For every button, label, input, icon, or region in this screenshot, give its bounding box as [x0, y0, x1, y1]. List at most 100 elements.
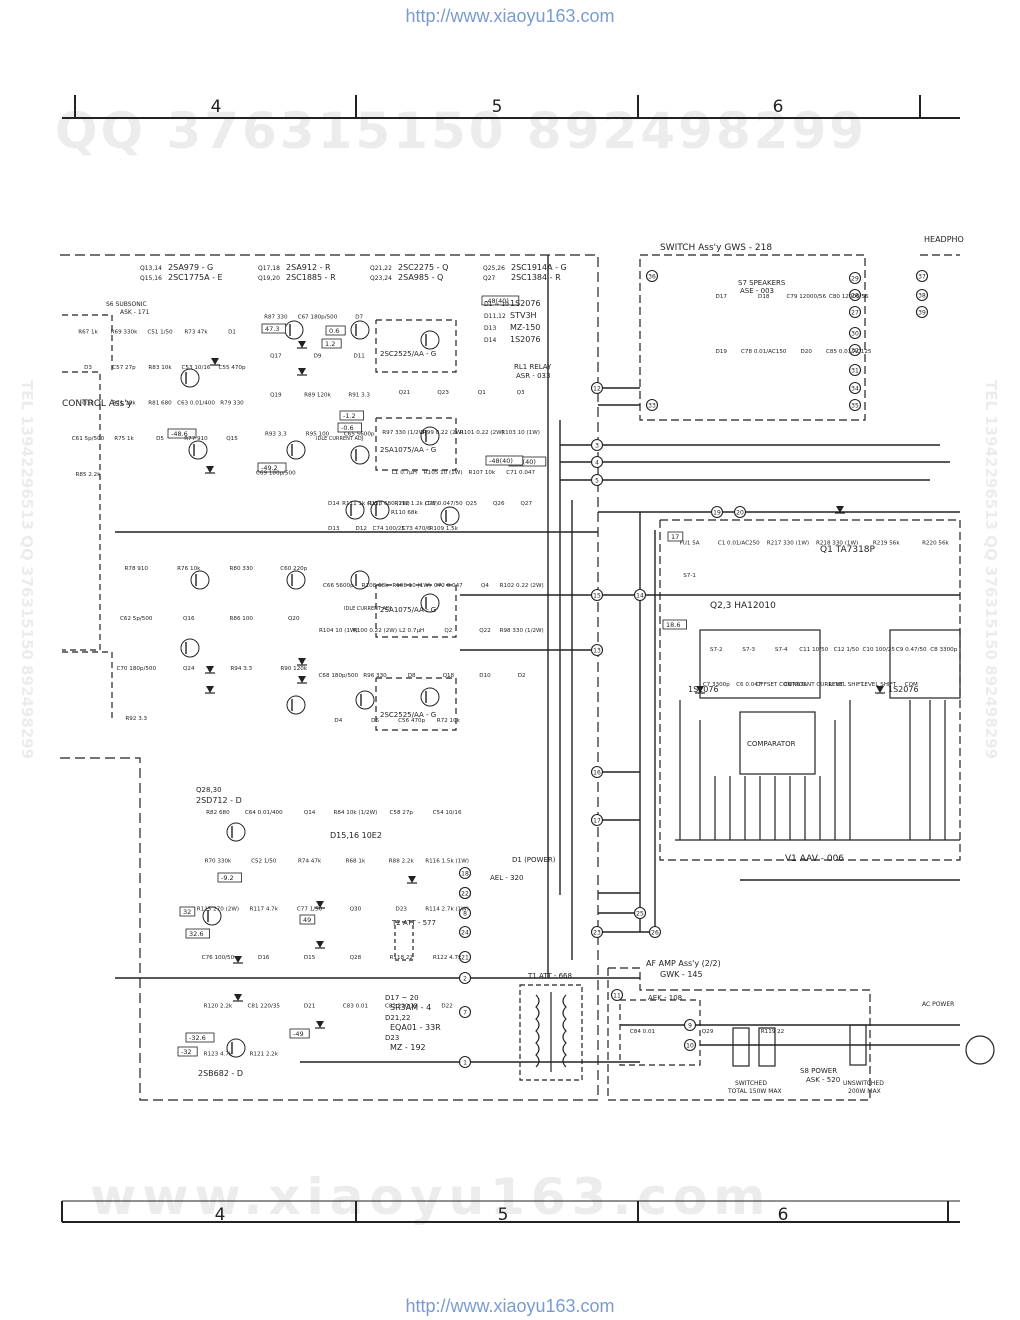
q3-pair-label: 2SA1075/AA - G [380, 446, 436, 454]
component-label-149: C12 1/50 [834, 647, 860, 653]
transistor-symbol-2 [284, 320, 304, 340]
pin-5-label: 5 [595, 477, 599, 484]
header-url[interactable]: http://www.xiaoyu163.com [405, 6, 615, 26]
pin-36-label: 36 [648, 273, 656, 280]
diode-symbol-10 [316, 941, 324, 948]
pin-27-label: 27 [851, 309, 859, 316]
component-label-63: C60 220p [280, 566, 307, 572]
component-label-140: R217 330 (1W) [767, 541, 809, 547]
component-label-32: C65 5600p [344, 431, 375, 437]
component-label-28: R89 120k [304, 392, 331, 398]
component-label-65: Q16 [183, 616, 195, 622]
component-label-124: D22 [441, 1003, 452, 1009]
pin-12-circle [590, 381, 604, 395]
diode-symbol-15 [876, 686, 884, 693]
component-label-17: D5 [156, 436, 164, 442]
component-label-119: R120 2.2k [204, 1003, 233, 1009]
component-label-75: R106 10 (1W) [392, 583, 431, 589]
voltage-box-0 [481, 295, 520, 306]
component-label-118: R122 4.7k [433, 955, 462, 961]
pin-18-circle [458, 866, 472, 880]
voltage-box-9 [485, 455, 524, 466]
pin-37-label: 37 [918, 273, 926, 280]
transistor-symbol-3 [286, 440, 306, 460]
component-label-100: C54 10/16 [433, 810, 462, 816]
component-label-104: R68 1k [346, 858, 366, 864]
component-label-0: R67 1k [78, 329, 98, 335]
pin-8-circle [458, 906, 472, 920]
component-label-57: C74 100/25 [373, 526, 406, 532]
pin-20-label: 20 [736, 509, 744, 516]
grid-label-6-top: 6 [773, 97, 784, 117]
component-label-98: R84 10k (1/2W) [334, 810, 378, 816]
voltage-box-16 [667, 531, 684, 542]
component-label-82: Q2 [444, 628, 452, 634]
component-label-20: R85 2.2k [76, 472, 102, 478]
voltage-value-2: -49.2 [261, 464, 278, 472]
pin-29-circle [848, 271, 862, 285]
component-label-39: R99 0.22 (2W) [423, 430, 463, 436]
d23-part: MZ - 192 [390, 1043, 426, 1052]
protect-ic-label: Q1 TA7318P [820, 545, 876, 555]
component-label-24: Q17 [270, 353, 282, 359]
component-label-61: R76 10k [177, 566, 201, 572]
component-label-11: R71 10k [112, 401, 136, 407]
pin-34-circle [848, 381, 862, 395]
component-label-147: S7-4 [775, 647, 788, 653]
pin-20-circle [733, 505, 747, 519]
component-label-111: D23 [396, 907, 408, 913]
component-label-122: C83 0.01 [343, 1003, 369, 1009]
component-label-48: R111 1k (1W) [342, 501, 380, 507]
voltage-boxes: -48(40)-48.6-49.247.31.2-48(40)0.6-1.2-0… [167, 295, 688, 1057]
pin-1-circle [458, 1055, 472, 1069]
pin-34-label: 34 [851, 385, 859, 392]
transistor-refs-4: Q21,22 [370, 265, 392, 272]
pin-3-label: 3 [595, 442, 599, 449]
component-label-142: R219 56k [873, 541, 900, 547]
voltage-box-10 [179, 906, 196, 917]
component-label-56: D12 [356, 526, 367, 532]
d23-label: D23 [385, 1034, 399, 1042]
component-label-30: R93 3.3 [265, 431, 287, 437]
component-label-125: R123 4.7k [204, 1052, 233, 1058]
transistor-symbol-13 [350, 570, 370, 590]
outlet-boxes [732, 1024, 867, 1067]
diode-part-0: 1S2076 [510, 299, 541, 308]
meter-d2-label: 1S2076 [888, 685, 919, 694]
grid-label-5-top: 5 [492, 97, 503, 117]
pin-15-circle [590, 588, 604, 602]
diode-symbol-1 [206, 466, 214, 473]
component-label-87: D8 [408, 673, 416, 679]
voltage-value-1: -48.6 [171, 430, 188, 438]
component-label-92: D6 [371, 718, 379, 724]
diode-symbol-8 [408, 876, 416, 883]
transistor-symbol-17 [286, 695, 306, 715]
diode-symbol-9 [316, 901, 324, 908]
pin-14-circle [633, 588, 647, 602]
component-label-145: S7-2 [710, 647, 723, 653]
voltage-value-18: -9.2 [221, 874, 234, 882]
diode-symbol-12 [234, 956, 242, 963]
diode-part-1: STV3H [510, 311, 537, 320]
grid-label-5-bottom: 5 [498, 1205, 509, 1225]
transistor-symbol-12 [286, 570, 306, 590]
component-label-44: R107 10k [469, 470, 496, 476]
component-label-7: R83 10k [148, 365, 172, 371]
voltage-value-17: 18.6 [666, 621, 680, 629]
component-label-136: D20 [801, 349, 813, 355]
component-label-138: FU1 5A [680, 541, 700, 547]
pin-28-label: 28 [851, 292, 859, 299]
component-label-144: S7-1 [683, 573, 696, 579]
pin-22-circle [458, 886, 472, 900]
pin-19-label: 19 [713, 509, 721, 516]
footer-url[interactable]: http://www.xiaoyu163.com [405, 1296, 615, 1316]
component-label-155: OFFSET CONTROL [756, 682, 807, 688]
transistor-symbol-16 [355, 690, 375, 710]
component-label-109: C77 1/50 [297, 907, 323, 913]
component-label-60: R78 910 [125, 566, 149, 572]
d15-label: D15,16 10E2 [330, 831, 382, 840]
transistor-part-5: 2SA985 - Q [398, 273, 443, 282]
component-label-52: Q25 [465, 501, 477, 507]
component-label-128: Q29 [702, 1029, 714, 1035]
